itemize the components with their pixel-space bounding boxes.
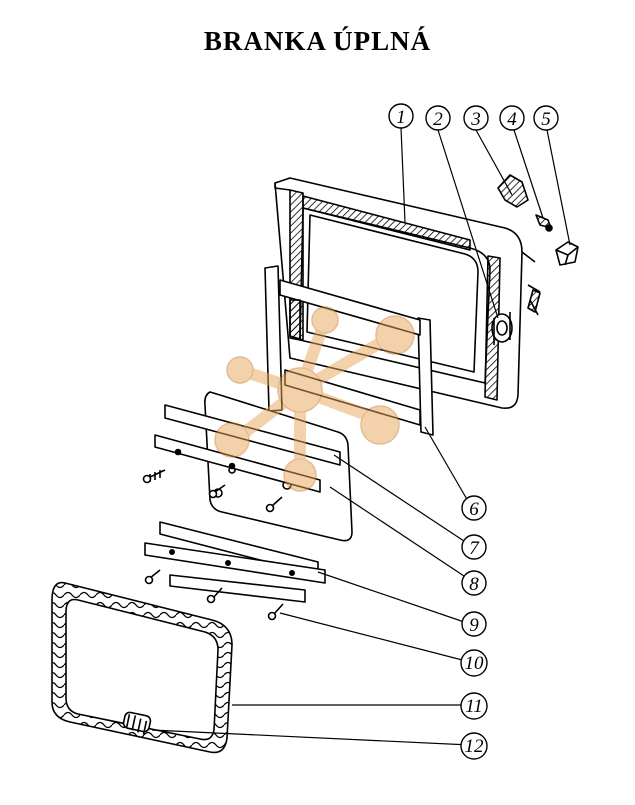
svg-text:3: 3 [470,109,481,130]
callout-1: 1 [388,103,414,129]
upper-screws [142,469,283,513]
handle-nut [555,241,579,266]
callout-7: 7 [461,534,487,560]
callout-3: 3 [463,105,489,131]
callout-8: 8 [461,570,487,596]
callout-5: 5 [533,105,559,131]
page-title: BRANKA ÚPLNÁ [203,26,432,56]
lower-screws [144,569,284,621]
callout-12: 12 [460,732,488,760]
callout-11: 11 [460,692,488,720]
callout-6: 6 [461,495,487,521]
svg-text:8: 8 [469,574,479,595]
clamping-strip [144,521,326,603]
callout-9: 9 [461,611,487,637]
callout-2: 2 [425,105,451,131]
svg-text:12: 12 [465,736,485,757]
callout-10: 10 [460,649,488,677]
molecule-logo-watermark [214,306,415,492]
handle-knob [497,174,529,208]
svg-text:7: 7 [469,538,480,559]
rope-seal [51,581,233,754]
svg-text:6: 6 [469,499,479,520]
callout-4: 4 [499,105,525,131]
svg-text:5: 5 [541,109,551,130]
svg-text:9: 9 [469,615,479,636]
svg-text:4: 4 [507,109,517,130]
svg-text:10: 10 [465,653,485,674]
svg-text:11: 11 [465,696,483,717]
leader-lines [151,127,571,746]
door-latch [491,312,513,345]
handle-pin [535,214,553,232]
svg-text:2: 2 [433,109,443,130]
svg-text:1: 1 [396,107,406,128]
rope-clip [122,711,152,735]
